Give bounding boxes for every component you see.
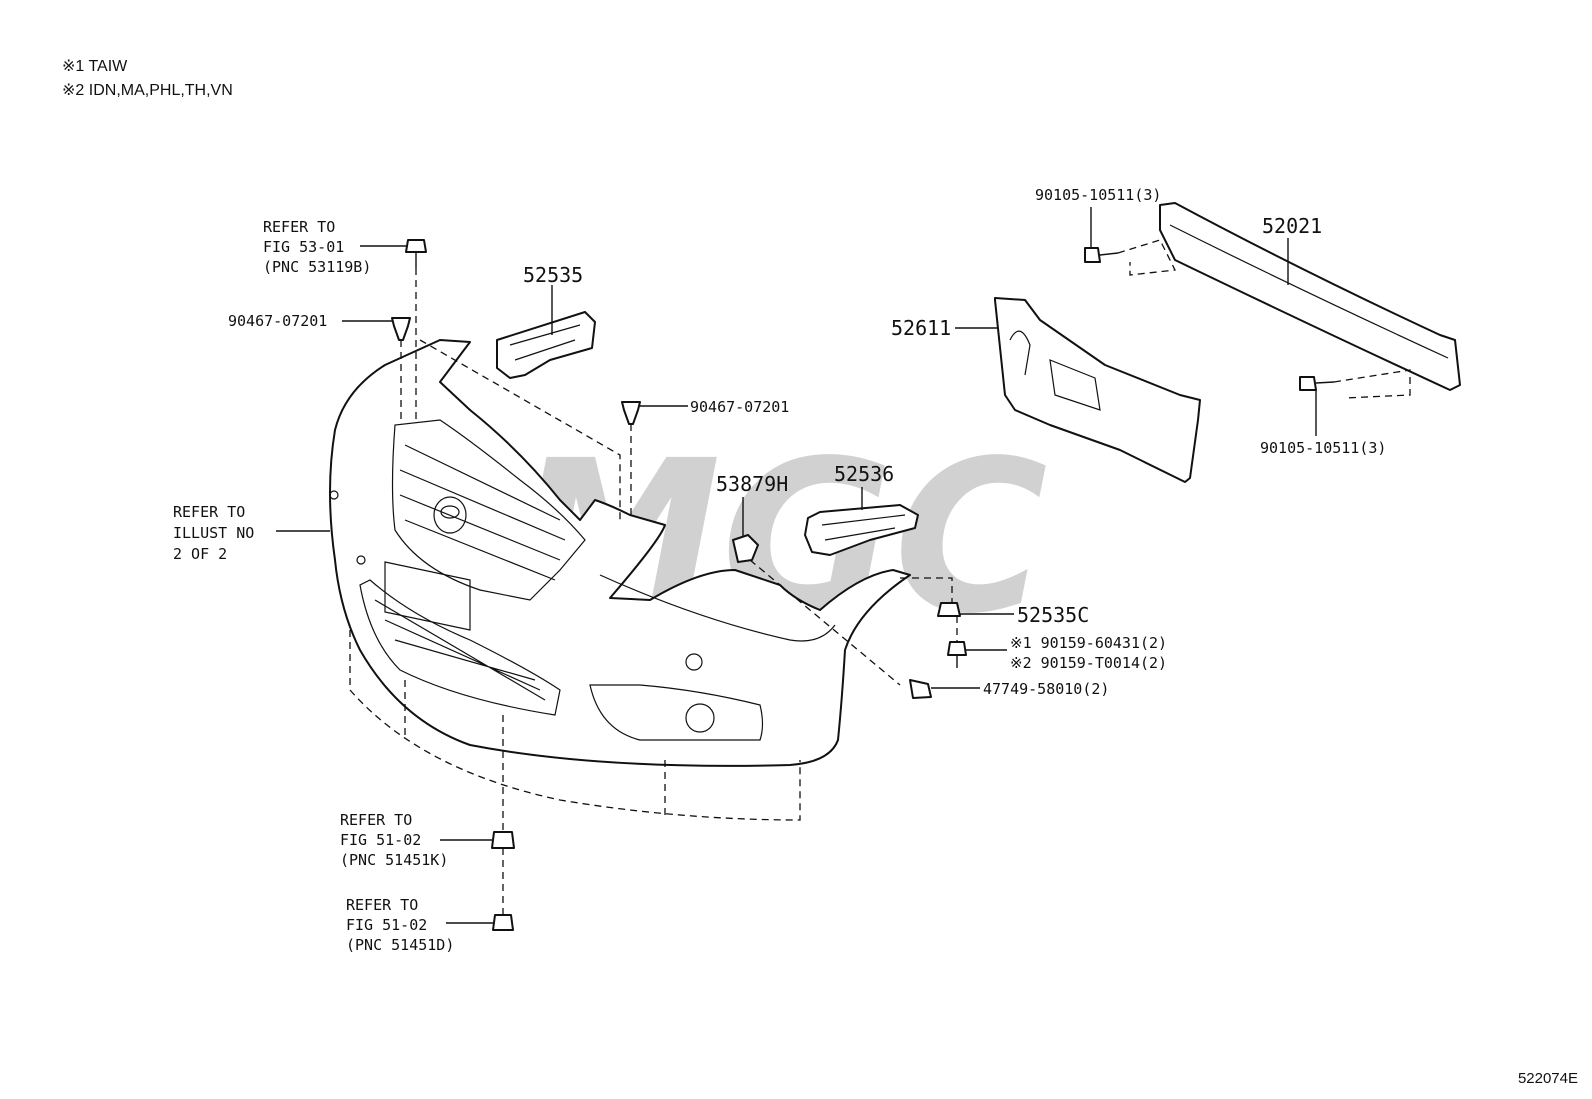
label-bolt-90105-top: 90105-10511(3) — [1035, 186, 1161, 204]
label-clip-90467-left: 90467-07201 — [228, 312, 327, 330]
absorber-52611 — [994, 297, 1201, 483]
label-reinforcement-52021: 52021 — [1262, 214, 1322, 238]
refer-51-02-k-line-3: (PNC 51451K) — [340, 851, 448, 869]
note-1-mark: ※1 — [62, 58, 85, 75]
bumper-cover — [329, 339, 911, 767]
refer-51-02-d-line-1: REFER TO — [346, 896, 418, 914]
clip-90467-left — [391, 317, 411, 341]
note-2-mark: ※2 — [62, 82, 85, 99]
label-clip-47749: 47749-58010(2) — [983, 680, 1109, 698]
leader-lines — [276, 207, 1317, 924]
label-absorber-52611: 52611 — [891, 316, 951, 340]
refer-51-02-d-line-2: FIG 51-02 — [346, 916, 427, 934]
figure-id: 522074E — [1517, 1070, 1578, 1087]
refer-53-01-line-2: FIG 53-01 — [263, 238, 344, 256]
bracket-52536 — [804, 504, 919, 556]
bolt-90105-top — [1084, 247, 1119, 263]
label-clip-90467-right: 90467-07201 — [690, 398, 789, 416]
note-2: ※2 IDN,MA,PHL,TH,VN — [62, 80, 233, 100]
note-2-text: IDN,MA,PHL,TH,VN — [88, 82, 233, 99]
bracket-52535 — [496, 311, 596, 379]
refer-53-01-line-1: REFER TO — [263, 218, 335, 236]
label-bracket-52535: 52535 — [523, 263, 583, 287]
bolt-90105-bottom — [1299, 376, 1335, 391]
note-1: ※1 TAIW — [62, 56, 127, 76]
label-screw-90159-1: ※1 90159-60431(2) — [1010, 634, 1167, 652]
refer-51-02-k-line-1: REFER TO — [340, 811, 412, 829]
refer-51-02-k-line-2: FIG 51-02 — [340, 831, 421, 849]
reinforcement-52021 — [1159, 202, 1461, 391]
label-screw-90159-2: ※2 90159-T0014(2) — [1010, 654, 1167, 672]
bolt-51451d — [492, 914, 514, 931]
refer-illust-line-2: ILLUST NO — [173, 524, 254, 542]
refer-53-01-line-3: (PNC 53119B) — [263, 258, 371, 276]
label-bracket-52536: 52536 — [834, 462, 894, 486]
nut-52535c — [937, 602, 961, 617]
screw-90159 — [947, 641, 967, 668]
clip-51451k — [491, 831, 515, 849]
label-part-53879h: 53879H — [716, 472, 788, 496]
assembly-lines — [349, 239, 1411, 915]
clip-47749 — [909, 679, 932, 699]
refer-illust-line-1: REFER TO — [173, 503, 245, 521]
label-bolt-90105-bottom: 90105-10511(3) — [1260, 439, 1386, 457]
part-53879h — [732, 534, 759, 563]
refer-51-02-d-line-3: (PNC 51451D) — [346, 936, 454, 954]
refer-illust-line-3: 2 OF 2 — [173, 545, 227, 563]
clip-90467-right — [621, 401, 641, 425]
label-part-52535c: 52535C — [1017, 603, 1089, 627]
bolt-53119b — [405, 239, 427, 268]
note-1-text: TAIW — [88, 58, 128, 75]
